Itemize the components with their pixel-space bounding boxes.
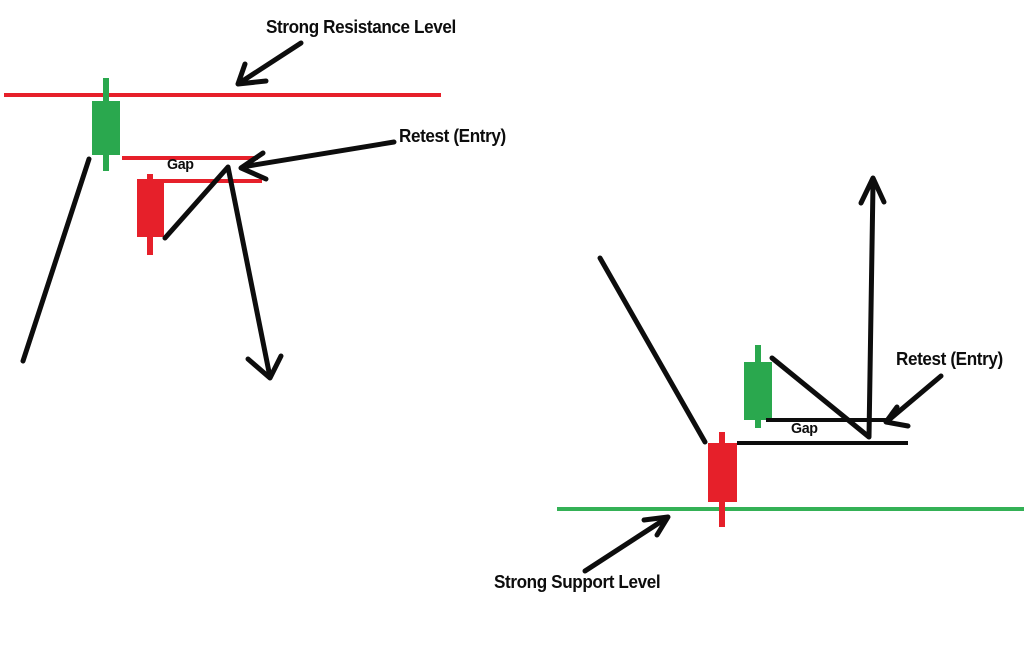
- right-bearish-candle-body: [708, 443, 737, 502]
- left-retest-entry-label: Retest (Entry): [399, 126, 506, 146]
- up-arrowhead: [858, 175, 887, 206]
- left-retest-annotation-arrowhead: [238, 150, 269, 182]
- right-downtrend-line: [597, 255, 708, 445]
- left-uptrend-line: [20, 156, 92, 364]
- right-retest-entry-label: Retest (Entry): [896, 349, 1003, 369]
- resistance-annotation-arrow-shaft: [238, 40, 304, 85]
- left-bearish-candle-body: [137, 179, 164, 237]
- right-gap-label: Gap: [791, 420, 818, 437]
- down-arrowhead: [245, 353, 284, 381]
- support-annotation-arrow-shaft: [582, 518, 665, 574]
- right-bullish-candle-body: [744, 362, 772, 420]
- resistance-level-label: Strong Resistance Level: [266, 17, 456, 37]
- left-retest-bounce-path: [162, 164, 273, 380]
- left-retest-annotation-arrow-shaft: [245, 139, 397, 169]
- support-annotation-arrowhead: [641, 514, 671, 538]
- right-retest-bounce-path: [769, 181, 876, 440]
- resistance-annotation-arrowhead: [235, 61, 269, 87]
- support-level-label: Strong Support Level: [494, 572, 661, 592]
- left-gap-label: Gap: [167, 156, 194, 173]
- right-retest-annotation-arrowhead: [883, 404, 911, 429]
- right-retest-annotation-arrow-shaft: [887, 373, 944, 422]
- left-bullish-candle-body: [92, 101, 120, 155]
